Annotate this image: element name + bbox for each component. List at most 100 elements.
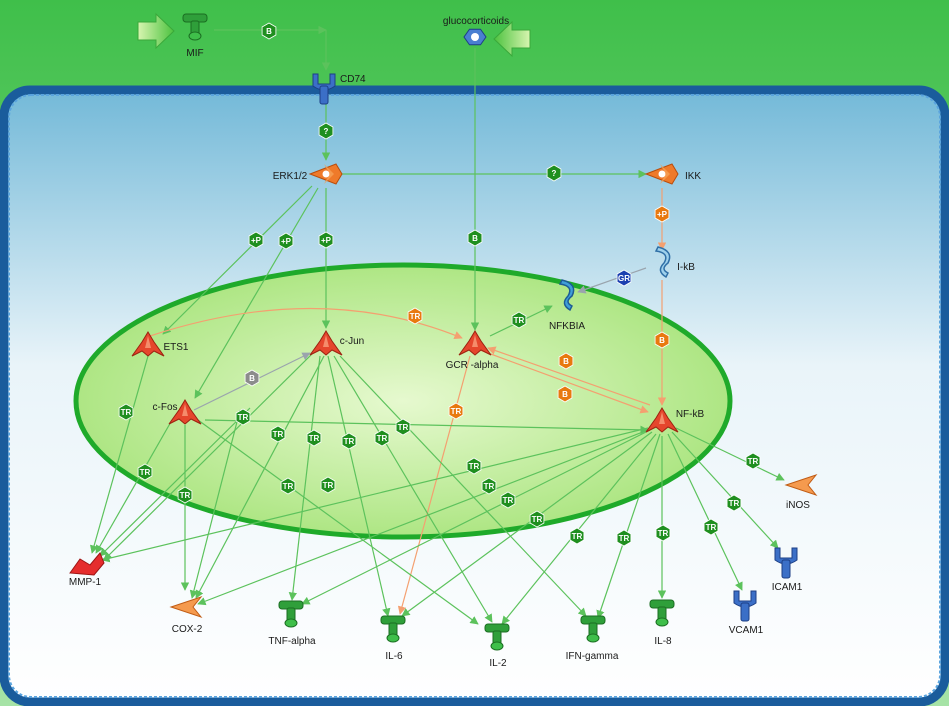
node-ikb[interactable]: I-kB (654, 246, 695, 279)
node-il2[interactable]: IL-2 (484, 623, 510, 669)
interaction-edge (401, 431, 653, 617)
edge-badge-transcription[interactable]: TR (177, 486, 193, 504)
edge-badge-binding[interactable]: B (244, 369, 260, 387)
edge-badge-unknown[interactable]: ? (546, 164, 562, 182)
edge-badge-binding[interactable]: B (261, 22, 277, 40)
edges-layer (90, 25, 785, 625)
node-mif[interactable]: MIF (182, 13, 208, 59)
edge-badge-transcription[interactable]: TR (569, 527, 585, 545)
edge-badge-unknown[interactable]: ? (318, 122, 334, 140)
node-glucocorticoids[interactable]: glucocorticoids (443, 16, 509, 46)
node-gcr[interactable]: GCR -alpha (446, 330, 499, 371)
edge-badge-transcription[interactable]: TR (745, 452, 761, 470)
interaction-edge (339, 355, 587, 617)
node-inos[interactable]: iNOS (784, 473, 818, 511)
interaction-edge (333, 355, 493, 623)
edge-badge-transcription[interactable]: TR (270, 425, 286, 443)
node-label: VCAM1 (729, 625, 764, 636)
edge-badge-transcription[interactable]: TR (280, 477, 296, 495)
node-label: c-Jun (340, 336, 364, 347)
edge-badge-binding[interactable]: B (557, 385, 573, 403)
interaction-edge (99, 407, 251, 557)
node-ikk[interactable]: IKK (644, 163, 701, 185)
node-ifng[interactable]: IFN-gamma (566, 615, 619, 662)
badge-label: TR (658, 529, 669, 538)
edge-badge-phosphorylation[interactable]: +P (654, 205, 670, 223)
edge-badge-transcription[interactable]: TR (320, 476, 336, 494)
node-icam1[interactable]: ICAM1 (772, 547, 803, 593)
node-tnf[interactable]: TNF-alpha (268, 600, 316, 647)
interaction-edge (149, 307, 463, 340)
badge-label: TR (619, 534, 630, 543)
edge-badge-gr[interactable]: GR (616, 269, 632, 287)
interaction-edge (95, 419, 173, 554)
edge-badge-binding[interactable]: B (467, 229, 483, 247)
badge-label: TR (283, 482, 294, 491)
interaction-edge (577, 267, 647, 294)
node-label: MIF (186, 48, 203, 59)
edge-badge-transcription[interactable]: TR (500, 491, 516, 509)
node-nfkbia[interactable]: NFKBIA (549, 279, 585, 332)
badge-label: B (249, 374, 255, 383)
edge-badge-transcription[interactable]: TR (511, 311, 527, 329)
edge-badge-transcription[interactable]: TR (341, 432, 357, 450)
interaction-edge (197, 429, 649, 606)
node-label: NF-kB (676, 409, 705, 420)
badge-label: TR (238, 413, 249, 422)
edge-badge-transcription[interactable]: TR (703, 518, 719, 536)
edge-badge-phosphorylation[interactable]: +P (248, 231, 264, 249)
node-cjun[interactable]: c-Jun (309, 330, 364, 356)
node-mmp1[interactable]: MMP-1 (69, 552, 105, 588)
edge-badge-transcription[interactable]: TR (407, 307, 423, 325)
interaction-edge (194, 187, 319, 399)
edge-badge-transcription[interactable]: TR (235, 408, 251, 426)
node-cfos[interactable]: c-Fos (153, 399, 202, 425)
edge-badge-phosphorylation[interactable]: +P (318, 231, 334, 249)
node-ets1[interactable]: ETS1 (131, 331, 189, 357)
badge-label: TR (748, 457, 759, 466)
badge-label: TR (484, 482, 495, 491)
edge-badge-transcription[interactable]: TR (306, 429, 322, 447)
edge-badge-transcription[interactable]: TR (448, 402, 464, 420)
edge-badge-transcription[interactable]: TR (529, 510, 545, 528)
badge-label: TR (121, 408, 132, 417)
edge-badge-transcription[interactable]: TR (616, 529, 632, 547)
node-cox2[interactable]: COX-2 (169, 595, 203, 635)
badge-label: B (659, 336, 665, 345)
badge-label: +P (251, 236, 262, 245)
edge-badge-transcription[interactable]: TR (466, 457, 482, 475)
badge-label: B (563, 357, 569, 366)
node-erk[interactable]: ERK1/2 (273, 163, 343, 185)
badge-label: GR (618, 274, 630, 283)
stimulus-arrow-icon (493, 20, 531, 58)
node-label: I-kB (677, 262, 695, 273)
node-cd74[interactable]: CD74 (312, 73, 366, 105)
interaction-edge (189, 409, 241, 599)
node-il6[interactable]: IL-6 (380, 615, 406, 662)
badge-label: TR (706, 523, 717, 532)
interaction-edge (162, 185, 313, 335)
node-nfkb[interactable]: NF-kB (645, 407, 705, 433)
node-label: COX-2 (172, 624, 203, 635)
edge-badge-transcription[interactable]: TR (118, 403, 134, 421)
edge-badge-transcription[interactable]: TR (374, 429, 390, 447)
edge-badge-transcription[interactable]: TR (137, 463, 153, 481)
edge-badge-transcription[interactable]: TR (726, 494, 742, 512)
node-vcam1[interactable]: VCAM1 (729, 590, 764, 636)
node-label: TNF-alpha (268, 636, 316, 647)
badge-label: ? (324, 127, 329, 136)
node-il8[interactable]: IL-8 (649, 599, 675, 647)
node-label: MMP-1 (69, 577, 102, 588)
edge-badge-transcription[interactable]: TR (481, 477, 497, 495)
edge-badge-phosphorylation[interactable]: +P (278, 232, 294, 250)
edge-badge-transcription[interactable]: TR (655, 524, 671, 542)
edge-badge-binding[interactable]: B (654, 331, 670, 349)
edge-badge-binding[interactable]: B (558, 352, 574, 370)
node-label: c-Fos (153, 402, 178, 413)
interaction-edge (671, 431, 779, 549)
edge-badge-transcription[interactable]: TR (395, 418, 411, 436)
